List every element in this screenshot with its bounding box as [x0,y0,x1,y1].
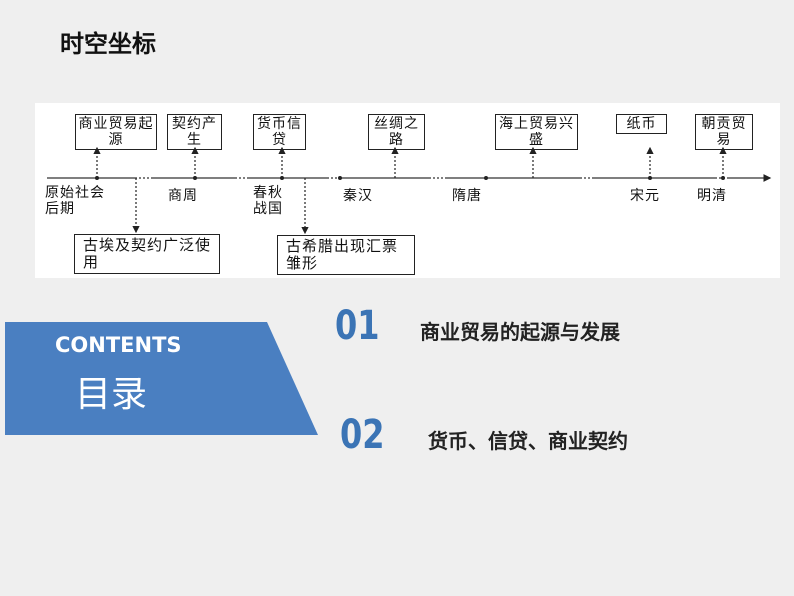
period-label: 原始社会后期 [45,185,105,217]
event-box: 货币信贷 [253,114,306,150]
period-label: 宋元 [630,188,660,204]
event-box: 古希腊出现汇票雏形 [277,235,415,275]
period-label: 秦汉 [343,188,373,204]
period-label: 隋唐 [452,188,482,204]
contents-banner [5,322,318,435]
event-box: 海上贸易兴盛 [495,114,578,150]
page-title: 时空坐标 [60,30,156,58]
item-number: 02 [340,412,385,458]
contents-item[interactable]: 货币、信贷、商业契约 [428,429,628,453]
item-number: 01 [335,303,380,349]
event-box: 丝绸之路 [368,114,425,150]
period-label: 商周 [168,188,198,204]
timeline-axis [47,146,772,235]
period-label: 明清 [697,188,727,204]
contents-item[interactable]: 商业贸易的起源与发展 [420,320,620,344]
event-box: 纸币 [616,114,667,134]
timeline-diagram: 商业贸易起源 契约产生 货币信贷 丝绸之路 海上贸易兴盛 纸币 朝贡贸易 古埃及… [35,103,780,278]
contents-heading: CONTENTS [55,333,182,357]
event-box: 商业贸易起源 [75,114,157,150]
event-box: 古埃及契约广泛使用 [74,234,220,274]
event-box: 契约产生 [167,114,222,150]
contents-subheading: 目录 [75,374,148,415]
event-box: 朝贡贸易 [695,114,753,150]
period-label: 春秋战国 [253,185,283,217]
